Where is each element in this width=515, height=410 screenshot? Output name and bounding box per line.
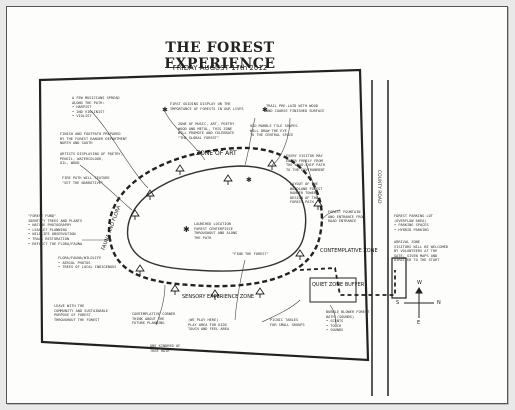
compass-w: W xyxy=(417,280,422,286)
note-play-area: (WE PLAY HERE) PLAY AREA FOR KIDS TOUCH … xyxy=(188,318,230,332)
zone-sensory-label: SENSORY EXPERIENCE ZONE xyxy=(182,294,255,300)
tree-icon xyxy=(135,264,145,275)
access-path xyxy=(299,267,396,296)
note-fire-path: FIRE PATH WILL FEATURE "SET THE NARRATIV… xyxy=(62,176,110,185)
note-first-display: FIRST GUIDING DISPLAY ON THE IMPORTANCE … xyxy=(170,102,244,111)
note-parking: FOREST PARKING LOT (OVERFLOW AREA) • PAR… xyxy=(394,214,433,232)
note-zone-music: ZONE OF MUSIC, ART, POETRY WOOD AND META… xyxy=(178,122,235,140)
tree-icon xyxy=(255,287,265,298)
note-forest-fund: "FOREST FUND" IDENTIFY TREES AND PLANTS … xyxy=(28,214,83,246)
note-footpath: FINISH AND FOOTPATH PREPARED BY THE FORE… xyxy=(60,132,128,146)
note-flora-fauna: FLORA/FAUNA/WILDLIFE • AERIAL PHOTOS • T… xyxy=(58,256,117,270)
note-kindred: ONE KINDRED OF TREE HAIR xyxy=(150,344,181,353)
note-community: LEAVE WITH THE COMMUNITY AND SUSTAINABLE… xyxy=(54,304,109,322)
tree-icon xyxy=(210,289,220,300)
star-icon: ✱ xyxy=(162,106,168,114)
tree-icon xyxy=(170,284,180,295)
note-artists: ARTISTS DISPLAYING OF POETRY, PENCIL, WA… xyxy=(60,152,123,166)
tree-icon xyxy=(175,164,185,175)
forest-path-inner xyxy=(127,165,307,272)
note-picnic: PICNIC TABLES FOR SMALL GROUPS xyxy=(270,318,305,327)
zone-art-label: ZONE OF ART xyxy=(196,150,237,157)
star-icon: ✱ xyxy=(246,176,252,184)
note-visitors: EVERY VISITOR MAY ENTER FREELY FROM THE … xyxy=(286,154,325,172)
star-icon: ✱ xyxy=(262,106,268,114)
site-boundary xyxy=(38,68,370,362)
compass-s: S xyxy=(396,300,400,306)
tree-icon xyxy=(145,189,155,200)
points-of-interest: ✱ ✱ ✱ ✱ xyxy=(162,106,268,234)
star-icon: ✱ xyxy=(183,225,190,234)
tree-icon xyxy=(295,249,305,260)
note-layout: LAYOUT OF THE WOODLAND FOREST RANGER TOW… xyxy=(290,182,323,205)
tree-icon xyxy=(223,174,233,185)
map-date: FRIDAY AUGUST 17th 2012 xyxy=(172,64,268,72)
leader-lines xyxy=(79,109,341,326)
forest-path-outer xyxy=(107,146,324,288)
note-arrival: ARRIVAL ZONE VISITORS WILL BE WELCOMED B… xyxy=(394,240,449,263)
map-title: THE FOREST EXPERIENCE xyxy=(164,40,276,72)
tree-icon xyxy=(267,159,277,170)
tree-icon xyxy=(130,209,140,220)
note-centerpiece: LAUNCHED LOCATION FOREST CENTERPIECE THR… xyxy=(194,222,238,240)
compass-e: E xyxy=(417,320,421,326)
note-forest-bath: BUBBLE BLOWER FOREST BATH (SOUNDS) • SCE… xyxy=(326,310,370,333)
note-marble: OLD MARBLE TILE SHAPES WILL DRAW THE EYE… xyxy=(250,124,298,138)
note-find-forest: "FIND THE FOREST" xyxy=(232,252,269,256)
parking-box xyxy=(391,257,407,299)
compass-n: N xyxy=(437,300,441,306)
tree-icon xyxy=(313,199,323,210)
zone-quiet-label: QUIET ZONE BUFFER xyxy=(312,282,365,288)
compass-rose xyxy=(404,287,434,318)
road-label: COUNTY ROAD xyxy=(376,170,381,204)
tree-symbols xyxy=(130,159,323,300)
note-trail: TRAIL PRE-LAID WITH WOOD AND COARSE FINI… xyxy=(266,104,325,113)
quiet-zone-box xyxy=(309,277,357,303)
zone-contemplative-label: CONTEMPLATIVE ZONE xyxy=(320,248,378,254)
note-contemplative-corner: CONTEMPLATIVE CORNER THINK ABOUT THE FUT… xyxy=(132,312,176,326)
note-fountain: FOREST FOUNTAIN AND ENTRANCE FROM ROAD E… xyxy=(328,210,365,224)
note-musicians: A FEW MUSICIANS SPREAD ALONG THE PATH: •… xyxy=(72,96,120,119)
